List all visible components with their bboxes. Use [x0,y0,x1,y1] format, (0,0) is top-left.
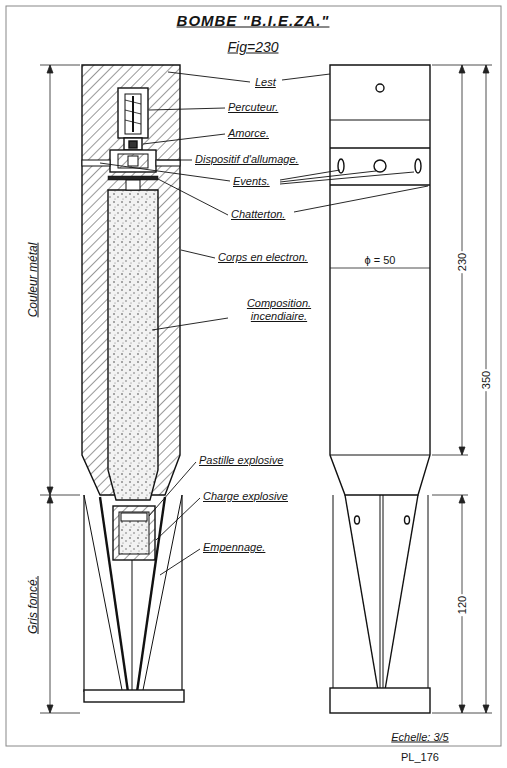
dimension-label: 350 [480,369,493,391]
part-name: Events. [231,175,272,188]
color-note: Couleur métal [27,241,40,320]
dimension-label: ϕ = 50 [363,254,398,267]
part-name: Composition. incendiaire. [229,297,329,323]
dimension-label: 120 [456,594,469,616]
figure-number: Fig=230 [226,41,281,54]
part-name: Dispositif d'allumage. [193,153,301,166]
dimension-lines [40,65,492,713]
part-name: Chatterton. [229,208,287,221]
plate-number: PL_176 [399,751,441,764]
part-name: Amorce. [226,127,271,140]
exterior-view [330,65,430,713]
color-note: Gris foncé. [27,574,40,636]
section-view [82,65,184,702]
part-name: Lest [253,76,278,89]
frame [6,6,501,746]
part-name: Charge explosive [201,490,290,503]
part-name: Pastille explosive [197,454,285,467]
part-name: Empennage. [201,541,267,554]
leader-lines [100,72,428,575]
title: BOMBE "B.I.E.ZA." [175,14,332,27]
dimension-label: 230 [456,251,469,273]
part-name: Corps en electron. [216,251,310,264]
scale-note: Echelle: 3/5 [389,731,450,744]
part-name: Percuteur. [226,101,280,114]
